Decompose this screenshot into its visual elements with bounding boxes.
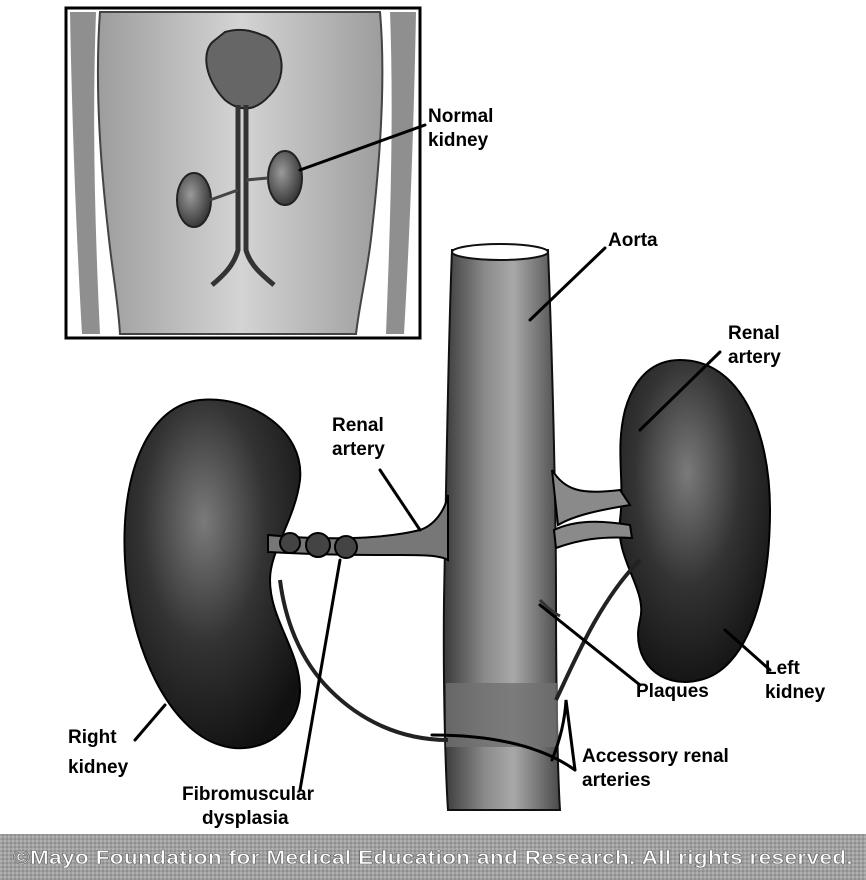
label-aorta: Aorta: [608, 230, 658, 251]
label-normal-kidney-1: Normal: [428, 106, 493, 127]
right-kidney: [124, 400, 300, 749]
label-left-kidney-1: Left: [765, 658, 801, 679]
label-renal-artery-right-1: Renal: [332, 415, 384, 436]
copyright-text: ©Mayo Foundation for Medical Education a…: [13, 848, 853, 869]
label-left-kidney-2: kidney: [765, 682, 826, 703]
label-accessory-2: arteries: [582, 770, 651, 791]
left-kidney: [619, 360, 770, 682]
label-right-kidney-1: Right: [68, 727, 117, 748]
label-right-kidney-2: kidney: [68, 757, 129, 778]
label-accessory-1: Accessory renal: [582, 746, 729, 767]
aorta-top: [452, 244, 548, 260]
accessory-artery-left: [556, 560, 640, 700]
label-renal-artery-left-2: artery: [728, 347, 781, 368]
label-renal-artery-right-2: artery: [332, 439, 385, 460]
label-fibromuscular-1: Fibromuscular: [182, 784, 315, 805]
label-normal-kidney-2: kidney: [428, 130, 489, 151]
accessory-artery-right: [280, 580, 448, 740]
label-plaques: Plaques: [636, 681, 709, 702]
fmd-bead-1: [280, 533, 300, 553]
label-renal-artery-left-1: Renal: [728, 323, 780, 344]
label-fibromuscular-2: dysplasia: [202, 808, 289, 829]
torso-inset: [66, 8, 420, 338]
fmd-bead-2: [306, 533, 330, 557]
fmd-bead-3: [335, 536, 357, 558]
inset-kidney-left: [268, 151, 302, 205]
left-renal-artery: [552, 470, 630, 525]
inset-kidney-right: [177, 173, 211, 227]
